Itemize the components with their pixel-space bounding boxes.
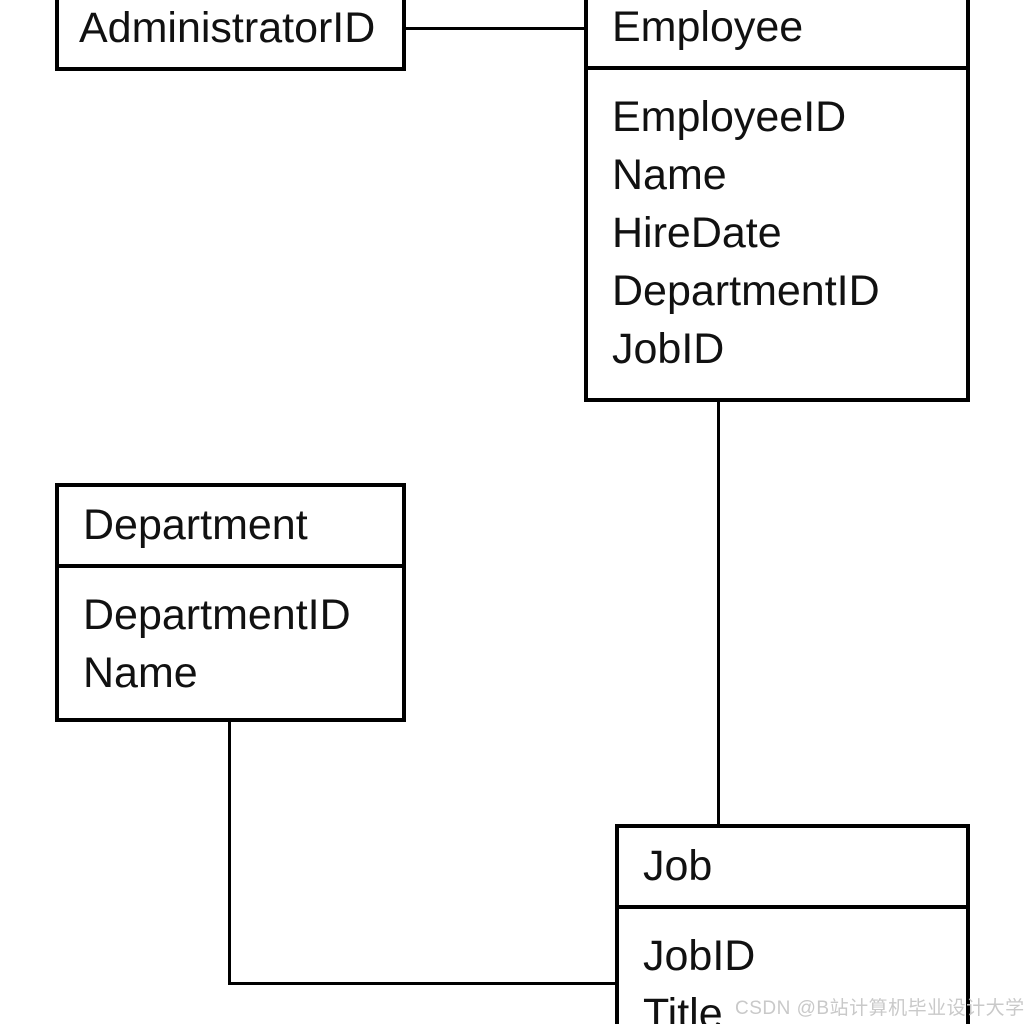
field-departmentid: DepartmentID [83,591,351,639]
entity-department: Department DepartmentID Name [55,483,406,722]
field-hiredate: HireDate [612,209,782,257]
entity-employee: Employee EmployeeID Name HireDate Depart… [584,0,970,402]
connector-administratorid-employee [406,27,584,30]
entity-job: Job JobID Title [615,824,970,1024]
field-title: Title [643,990,723,1024]
field-employeeid: EmployeeID [612,93,847,141]
field-jobid: JobID [643,932,756,980]
field-name: Name [612,151,727,199]
entity-department-title: Department [83,501,308,549]
entity-department-fields: DepartmentID Name [59,568,402,702]
entity-job-fields: JobID Title [619,909,966,1024]
connector-department-job-horizontal [228,982,618,985]
entity-administratorid-title: AdministratorID [79,4,376,52]
entity-employee-header: Employee [588,0,966,70]
entity-job-header: Job [619,828,966,909]
entity-employee-fields: EmployeeID Name HireDate DepartmentID Jo… [588,70,966,378]
entity-employee-title: Employee [612,3,804,51]
field-departmentid: DepartmentID [612,267,880,315]
watermark: CSDN @B站计算机毕业设计大学 [735,998,1024,1019]
entity-administratorid: AdministratorID [55,0,406,71]
entity-job-title: Job [643,842,713,890]
entity-department-header: Department [59,487,402,568]
connector-department-job-vertical [228,722,231,985]
field-name: Name [83,649,198,697]
field-jobid: JobID [612,325,725,373]
connector-employee-job [717,402,720,824]
